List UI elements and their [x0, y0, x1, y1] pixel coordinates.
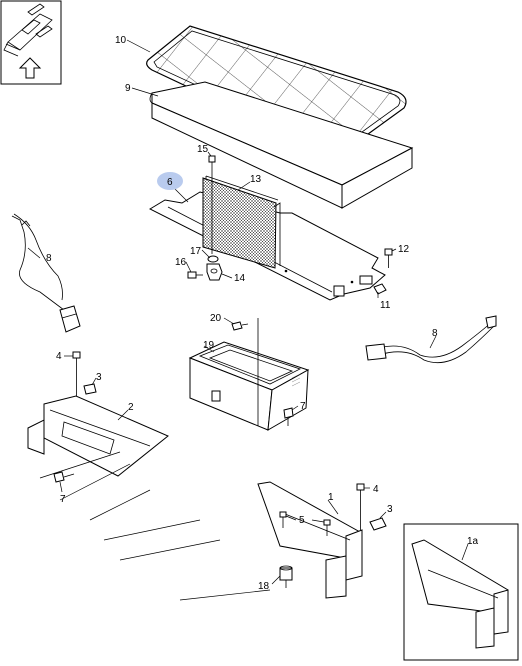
callout-8-left: 8 [46, 253, 52, 264]
callout-5: 5 [299, 515, 305, 526]
part-5-screw-b [323, 519, 331, 536]
part-9-mattress [149, 81, 414, 209]
callout-16: 16 [175, 257, 187, 268]
callout-13: 13 [250, 174, 262, 185]
part-13-storage-net [202, 175, 281, 269]
part-3-clip-left [83, 383, 97, 395]
part-18-spacer [279, 565, 293, 588]
callout-6: 6 [167, 177, 173, 188]
part-19-storage-box [188, 318, 310, 431]
part-12-bolt [384, 248, 393, 268]
callout-15: 15 [197, 144, 209, 155]
part-17-nut [207, 255, 219, 263]
part-7-screw-upper [283, 407, 294, 426]
callout-6-highlight [157, 172, 183, 190]
part-15-bolt [208, 155, 216, 254]
part-4-bolt-right [356, 483, 365, 530]
part-7-screw-lower [53, 471, 75, 483]
part-3-clip-right [369, 517, 387, 531]
callout-3-right: 3 [387, 504, 393, 515]
callout-8-right: 8 [432, 328, 438, 339]
callout-1a: 1a [467, 536, 479, 547]
callout-3-left: 3 [96, 372, 102, 383]
callout-12: 12 [398, 244, 410, 255]
orientation-inset [0, 0, 62, 85]
part-5-screw-a [279, 511, 287, 528]
bunk-orientation-sketch [3, 3, 53, 57]
callout-2: 2 [128, 402, 134, 413]
front-arrow-icon [18, 57, 42, 79]
callout-7-upper: 7 [300, 401, 306, 412]
part-20-screw [231, 321, 249, 331]
part-16-screw [187, 271, 203, 279]
callout-7-lower: 7 [60, 494, 66, 505]
callout-19: 19 [203, 340, 215, 351]
leader-lines [27, 39, 469, 585]
detail-inset-1a [403, 523, 519, 661]
callout-20: 20 [210, 313, 222, 324]
callout-labels: 10 9 15 6 13 8 17 16 14 12 11 20 19 8 4 … [46, 35, 479, 592]
callout-4-right: 4 [373, 484, 379, 495]
callout-1: 1 [328, 492, 334, 503]
callout-11: 11 [380, 300, 391, 311]
callout-17: 17 [190, 246, 202, 257]
part-4-bolt-left [72, 351, 81, 396]
callout-14: 14 [234, 273, 246, 284]
callout-18: 18 [258, 581, 270, 592]
part-14-bracket [206, 263, 223, 281]
callout-10: 10 [115, 35, 127, 46]
callout-4-left: 4 [56, 351, 62, 362]
part-11-clip [359, 275, 387, 295]
callout-9: 9 [125, 83, 131, 94]
part-1-side-panel [103, 481, 363, 601]
part-8-cable-harness-left [11, 213, 81, 333]
part-8-cable-harness-right [365, 315, 497, 364]
part-2-side-panel [27, 395, 169, 521]
